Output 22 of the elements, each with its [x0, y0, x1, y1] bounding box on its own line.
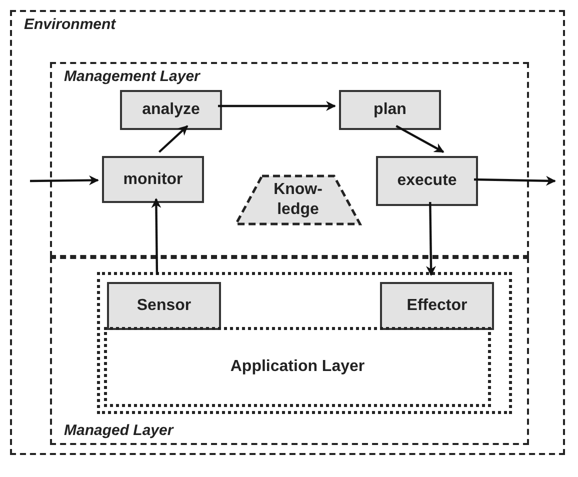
knowledge-trapezoid: Know- ledge [234, 174, 362, 226]
layer-label: Management Layer [64, 68, 200, 85]
layer-label: Managed Layer [64, 422, 174, 439]
arrow [218, 101, 336, 111]
arrow [396, 125, 444, 153]
layer-frame [50, 257, 529, 445]
application-layer-box: Application Layer [104, 327, 491, 407]
layer-label: Environment [24, 16, 116, 33]
process-box: monitor [102, 156, 204, 203]
process-box: execute [376, 156, 478, 206]
arrow [151, 198, 162, 276]
process-box: analyze [120, 90, 222, 130]
arrow [474, 176, 556, 186]
arrow [30, 175, 99, 186]
arrow [426, 202, 436, 276]
arrow [158, 125, 188, 153]
layer-frame [50, 62, 529, 257]
dotted-frame [97, 272, 512, 414]
process-box: plan [339, 90, 441, 130]
process-box: Effector [380, 282, 494, 330]
process-box: Sensor [107, 282, 221, 330]
layer-frame [10, 10, 565, 455]
